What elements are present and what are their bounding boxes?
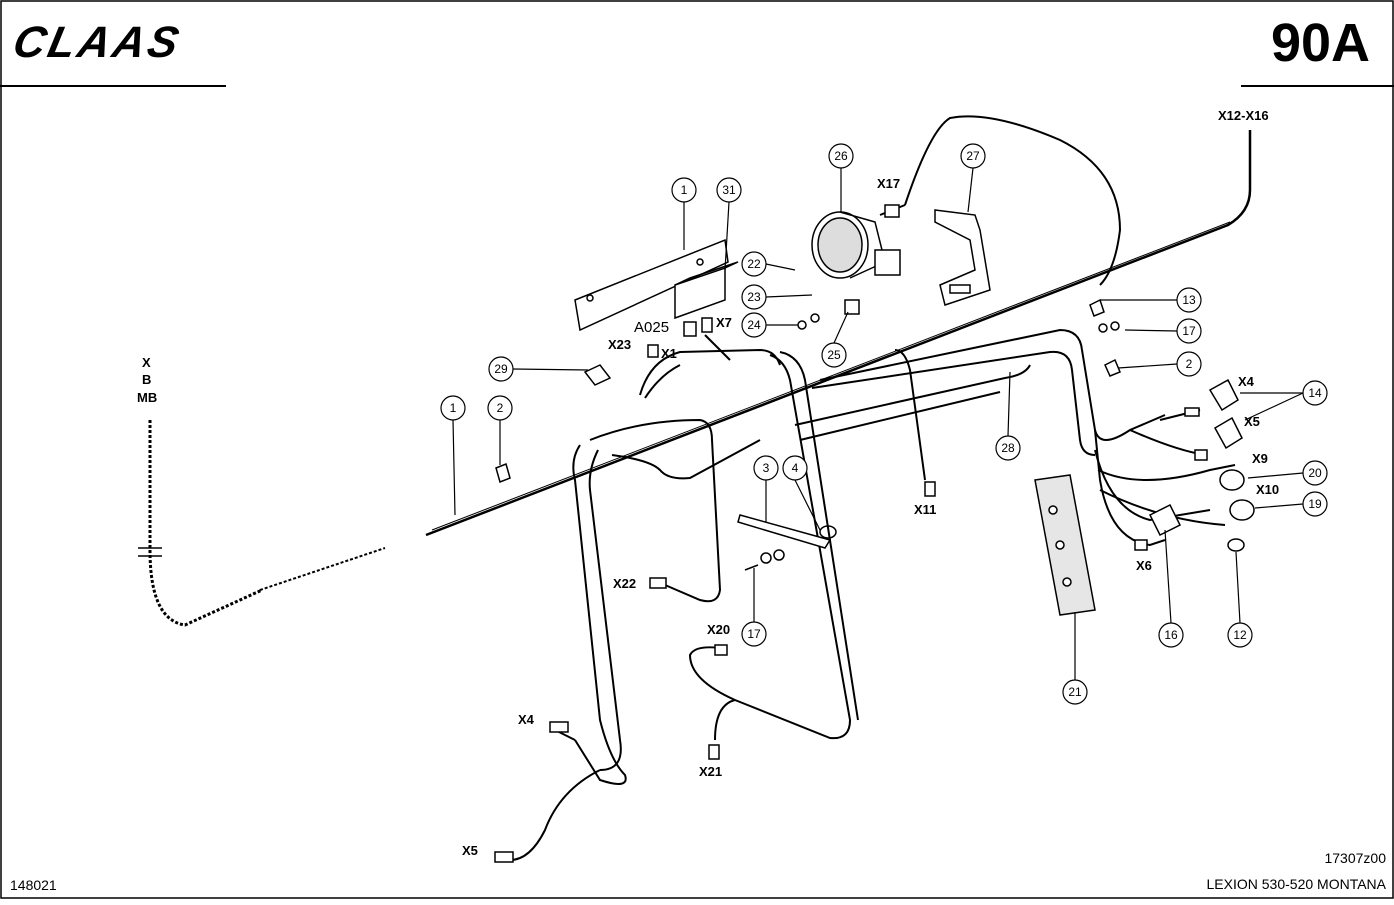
connector-x20 [714, 644, 728, 656]
svg-text:25: 25 [827, 348, 841, 362]
svg-text:1: 1 [450, 401, 457, 415]
label-x7: X7 [716, 315, 732, 330]
connector-x4-left [549, 721, 569, 733]
label-b: B [142, 372, 151, 387]
connector-x21 [708, 744, 720, 760]
callout-2: 2 [487, 395, 513, 421]
svg-text:20: 20 [1308, 466, 1322, 480]
callout-3: 3 [753, 455, 779, 481]
svg-text:2: 2 [1186, 357, 1193, 371]
svg-text:17: 17 [747, 627, 761, 641]
label-x21: X21 [699, 764, 722, 779]
model-name: LEXION 530-520 MONTANA [1206, 876, 1386, 892]
callout-4: 4 [782, 455, 808, 481]
connector-x11 [924, 481, 936, 497]
svg-text:31: 31 [722, 183, 736, 197]
connector-x5-left [494, 851, 514, 863]
callout-29: 29 [488, 356, 514, 382]
footer-left-code: 148021 [10, 877, 57, 893]
drawing-number: 17307z00 [1324, 850, 1386, 866]
callout-2: 2 [1176, 351, 1202, 377]
svg-text:1: 1 [681, 183, 688, 197]
callout-14: 14 [1302, 380, 1328, 406]
claas-logo: CLAAS [8, 18, 186, 67]
svg-text:16: 16 [1164, 628, 1178, 642]
label-x12-x16: X12-X16 [1218, 108, 1269, 123]
svg-text:29: 29 [494, 362, 508, 376]
components [495, 209, 1255, 616]
connector-x1 [683, 321, 697, 337]
callout-circles: 1 [671, 177, 697, 203]
label-x5-left: X5 [462, 843, 478, 858]
connector-ends [494, 204, 1208, 863]
callout-leaders [452, 167, 1304, 680]
callout-20: 20 [1302, 460, 1328, 486]
label-x23: X23 [608, 337, 631, 352]
svg-text:13: 13 [1182, 293, 1196, 307]
callout-21: 21 [1062, 679, 1088, 705]
connector-x4-right [1184, 407, 1200, 417]
svg-text:23: 23 [747, 290, 761, 304]
callout-25: 25 [821, 342, 847, 368]
svg-text:24: 24 [747, 318, 761, 332]
connector-x23 [647, 344, 659, 358]
svg-text:3: 3 [763, 461, 770, 475]
label-x4-left: X4 [518, 712, 535, 727]
svg-text:12: 12 [1233, 628, 1247, 642]
label-x6: X6 [1136, 558, 1152, 573]
label-x5-right: X5 [1244, 414, 1260, 429]
label-x9: X9 [1252, 451, 1268, 466]
label-a025: A025 [634, 319, 669, 336]
label-x10: X10 [1256, 482, 1279, 497]
connector-x7 [701, 317, 713, 333]
callout-12: 12 [1227, 622, 1253, 648]
callout-26: 26 [828, 143, 854, 169]
harness-lines [138, 115, 1252, 861]
label-x17: X17 [877, 176, 900, 191]
callout-27: 27 [960, 143, 986, 169]
label-x22: X22 [613, 576, 636, 591]
svg-text:19: 19 [1308, 497, 1322, 511]
label-x: X [142, 355, 151, 370]
callout-17: 17 [741, 621, 767, 647]
svg-text:4: 4 [792, 461, 799, 475]
svg-text:14: 14 [1308, 386, 1322, 400]
callout-17: 17 [1176, 318, 1202, 344]
label-x1: X1 [661, 346, 677, 361]
svg-text:27: 27 [966, 149, 980, 163]
connector-x5-right [1194, 449, 1208, 461]
callout-31: 31 [716, 177, 742, 203]
label-x20: X20 [707, 622, 730, 637]
svg-text:26: 26 [834, 149, 848, 163]
label-x4-right: X4 [1238, 374, 1255, 389]
label-x11: X11 [914, 502, 936, 517]
connector-x22 [649, 577, 667, 589]
callout-22: 22 [741, 251, 767, 277]
callout-1: 1 [440, 395, 466, 421]
connector-x17 [884, 204, 900, 218]
connector-labels: X12-X16 X17 A025 X7 X23 X1 X B MB X4 X5 … [137, 108, 1279, 858]
callout-13: 13 [1176, 287, 1202, 313]
callout-24: 24 [741, 312, 767, 338]
svg-text:22: 22 [747, 257, 761, 271]
callout-28: 28 [995, 435, 1021, 461]
svg-text:2: 2 [497, 401, 504, 415]
callout-16: 16 [1158, 622, 1184, 648]
callout-23: 23 [741, 284, 767, 310]
callout-30: 1 [671, 177, 697, 203]
svg-text:17: 17 [1182, 324, 1196, 338]
svg-text:21: 21 [1068, 685, 1082, 699]
svg-text:28: 28 [1001, 441, 1015, 455]
connector-x6 [1134, 539, 1148, 551]
label-mb: MB [137, 390, 157, 405]
page-code: 90A [1270, 13, 1370, 73]
callout-19: 19 [1302, 491, 1328, 517]
